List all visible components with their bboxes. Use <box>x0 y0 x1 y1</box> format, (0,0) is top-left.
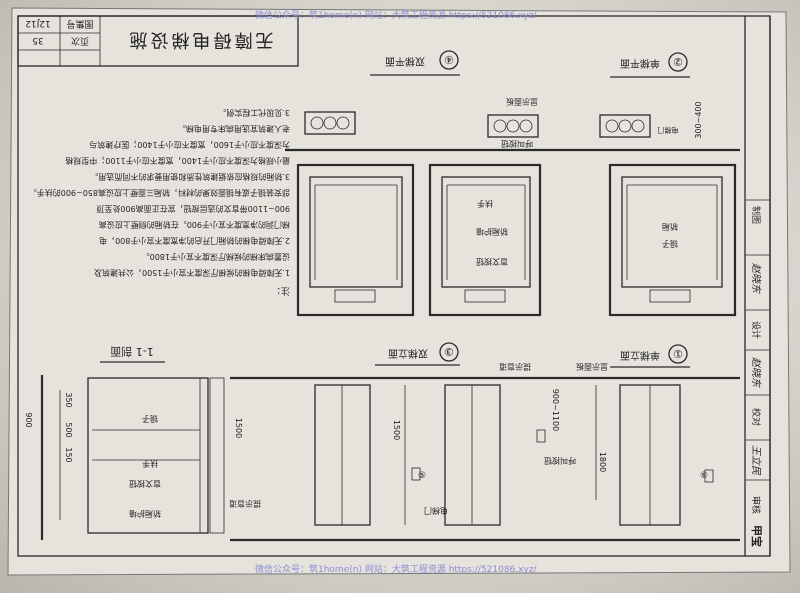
dim-500: 500 <box>64 422 73 437</box>
drawing-number: 12J12 <box>25 18 51 28</box>
dim-900-section: 900 <box>24 412 33 427</box>
display-panel-right <box>599 114 651 138</box>
label-call-button-plan: 呼叫按钮 <box>501 139 533 149</box>
elevation-views: 1500 1800 900~1100 呼叫按钮 提示盲道 显示面板 电梯门 ⑤ … <box>230 362 740 542</box>
page-label: 页次 <box>71 35 89 47</box>
notes-line-10: 老人建筑宜选用病床专用电梯。 <box>178 124 290 134</box>
marker-a: ⑤ <box>418 471 426 481</box>
label-floor-mark: 提示盲道 <box>499 362 531 372</box>
dim-1500-elev: 1500 <box>392 420 401 440</box>
dim-300-400: 300~400 <box>694 101 703 138</box>
label-car-plan: 轿厢 <box>662 222 678 232</box>
dim-1800-elev: 1800 <box>598 452 607 472</box>
marker-b: ⑥ <box>700 471 708 481</box>
label-call-button-elev: 呼叫按钮 <box>544 456 576 466</box>
plan-number-double: ④ <box>444 53 454 66</box>
elev-label-double: 双梯立面 <box>388 347 428 360</box>
page-number: 35 <box>32 35 43 45</box>
plan-single-elevator: 轿厢 镜子 电梯门 300~400 <box>599 101 737 317</box>
elev-header-single: ① 单梯立面 <box>610 344 690 368</box>
side-person-1: 赵晓东 <box>750 263 762 294</box>
elev-number-single: ① <box>673 347 683 360</box>
plan-double-elevator: 扶手 轿厢护墙 盲文按钮 呼叫按钮 显示面板 <box>285 97 740 317</box>
notes-line-2: 设置病床梯的候梯厅深度不宜小于1800。 <box>142 252 290 262</box>
dim-900-1100-elev: 900~1100 <box>551 389 560 431</box>
title-block: 图集号 12J12 页次 35 无障碍电梯设施 <box>17 15 299 67</box>
side-label-1: 制图 <box>750 206 762 224</box>
dim-150: 150 <box>64 447 73 462</box>
plan-label-double: 双梯平面 <box>385 55 425 68</box>
sheet-title: 无障碍电梯设施 <box>127 29 274 50</box>
label-pad-wall-section: 轿厢护墙 <box>129 509 161 519</box>
label-floor-mark-section: 提示盲道 <box>229 499 261 509</box>
notes-line-3: 2.无障碍电梯的轿厢门开启的净宽度不宜小于800，电 <box>99 236 290 246</box>
watermark-bottom: 微信公众号：筑1home(n) 网站：大筑工程资源 https://521086… <box>255 563 538 575</box>
dim-1500-section: 1500 <box>234 418 243 438</box>
side-person-2: 赵晓东 <box>750 357 762 388</box>
plan-header-double: ④ 双梯平面 <box>370 50 460 76</box>
notes-heading: 注： <box>272 285 290 297</box>
plan-label-single: 单梯平面 <box>620 57 660 70</box>
notes-line-7: 3.轿厢的规格应依据建筑性质和使用要求的不同而选用。 <box>90 172 290 182</box>
watermark-top: 微信公众号：筑1home(n) 网站：大筑工程资源 https://521086… <box>255 9 538 21</box>
display-panel-left <box>304 111 356 135</box>
notes-line-5: 900~1100带盲文的选层按钮，宜在正面高900处至顶 <box>96 204 290 214</box>
side-person-3: 王立民 <box>750 445 762 476</box>
section-label: 1-1 剖面 <box>110 345 153 359</box>
notes-block: 注： 1.无障碍电梯的候梯厅深度不宜小于1500，公共建筑及 设置病床梯的候梯厅… <box>29 108 290 297</box>
side-label-4: 审核 <box>750 496 762 514</box>
label-elev-door-elev: 电梯门 <box>424 506 448 516</box>
label-pad-wall-plan: 轿厢护墙 <box>476 227 508 237</box>
label-mirror-section: 镜子 <box>142 414 158 424</box>
label-display-plan: 显示面板 <box>506 97 538 107</box>
side-block: 制图 赵晓东 设计 赵晓东 校对 王立民 审核 甲宝 <box>744 16 771 556</box>
side-label-2: 设计 <box>750 321 762 339</box>
elev-header-double: ③ 双梯立面 <box>375 342 460 366</box>
notes-line-6: 部安装镜子或有镜面效果的材料，轿厢三面壁上应设高850~900的扶手。 <box>29 188 290 198</box>
notes-line-1: 1.无障碍电梯的候梯厅深度不宜小于1500，公共建筑及 <box>94 268 290 278</box>
dim-350: 350 <box>64 392 73 407</box>
notes-line-4: 梯门洞的净宽度不宜小于900。在轿厢的侧壁上应设高 <box>99 220 290 230</box>
label-handrail-section: 扶手 <box>142 459 158 469</box>
label-blind-button-plan: 盲文按钮 <box>476 257 508 267</box>
plan-number-single: ② <box>673 55 683 68</box>
paper <box>7 7 791 576</box>
side-label-3: 校对 <box>750 408 762 426</box>
label-elev-door-plan: 电梯门 <box>658 126 679 135</box>
elev-number-double: ③ <box>444 345 454 358</box>
elev-header-section: 1-1 剖面 <box>100 345 165 363</box>
label-mirror-plan: 镜子 <box>662 239 678 249</box>
notes-line-11: 3.见现代工程实例。 <box>218 108 290 118</box>
label-blind-button-section: 盲文按钮 <box>129 479 161 489</box>
side-person-4: 甲宝 <box>750 525 764 547</box>
label-display-elev: 显示面板 <box>576 362 608 372</box>
label-handrail-plan: 扶手 <box>477 199 493 209</box>
notes-line-8: 最小规格为深度不应小于1400，宽度不应小于1100；中型规格 <box>65 156 290 166</box>
plan-header-single: ② 单梯平面 <box>610 52 690 78</box>
section-1-1: 900 350 500 150 1500 镜子 扶手 盲文按钮 轿厢护墙 提示盲… <box>24 375 261 540</box>
drawing-number-label: 图集号 <box>66 18 93 30</box>
elev-label-single: 单梯立面 <box>620 349 660 362</box>
notes-line-9: 为深度不应小于1600，宽度不应小于1400；医疗建筑与 <box>89 140 290 150</box>
display-panel-mid <box>487 114 539 138</box>
